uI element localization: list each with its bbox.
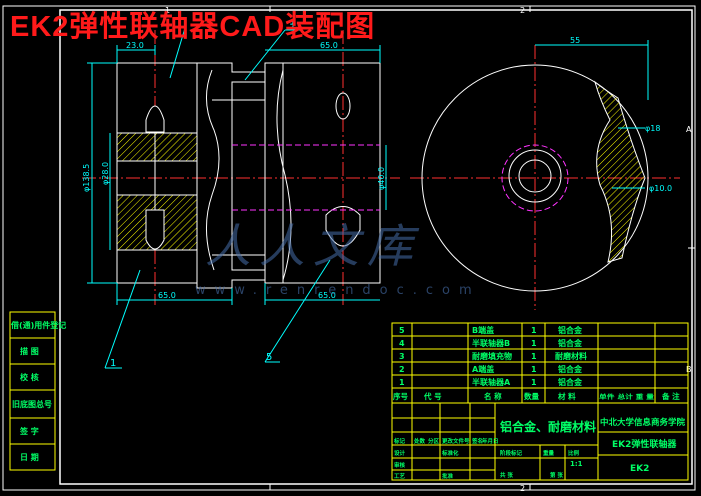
- row-4-material: 铝合金: [558, 377, 583, 387]
- tb-label-1: 处数: [413, 437, 426, 445]
- title-code: EK2: [630, 464, 649, 474]
- row-2-name: 耐磨填充物: [472, 351, 512, 361]
- watermark-url: www.renrendoc.com: [195, 283, 481, 298]
- tb-label-9: 工艺: [394, 472, 406, 480]
- hidden-bore: [232, 144, 380, 211]
- tb-label-7: 标准化: [441, 449, 459, 457]
- table-row: 2 A端盖 1 铝合金: [399, 364, 583, 374]
- row-3-qty: 1: [531, 365, 537, 374]
- table-row: 5 B端盖 1 铝合金: [399, 325, 583, 335]
- tb-label-3: 更改文件号: [442, 437, 470, 445]
- tb-label-11: 阶段标记: [500, 449, 523, 457]
- title-scale: 1:1: [570, 460, 583, 468]
- dim-side-small: φ10.0: [649, 184, 672, 193]
- frame-row-b: B: [686, 365, 692, 374]
- frame-row-a: A: [686, 125, 692, 134]
- row-3-material: 铝合金: [558, 364, 583, 374]
- header-remark: 备 注: [661, 391, 680, 401]
- dim-side-width: 55: [570, 36, 580, 45]
- row-1-name: 半联轴器B: [472, 338, 510, 348]
- balloon-1: 1: [110, 358, 116, 369]
- dim-side-hole: φ18: [645, 124, 660, 133]
- registry-1: 描 图: [20, 346, 39, 356]
- tb-label-13: 比例: [568, 449, 580, 457]
- balloon-3: 3: [288, 20, 294, 31]
- dim-left-inner: φ28.0: [101, 162, 110, 185]
- registry-5: 日 期: [20, 452, 39, 462]
- hub-a: [116, 62, 198, 284]
- row-2-qty: 1: [531, 352, 537, 361]
- header-no: 序号: [393, 391, 408, 401]
- side-view: [410, 45, 680, 310]
- dim-top-left: 23.0: [126, 41, 144, 50]
- title-drawing-name: EK2弹性联轴器: [612, 438, 677, 450]
- watermark: 人人文库: [205, 219, 421, 273]
- frame-col-bottom-1: 2: [520, 484, 525, 493]
- registry-2: 校 核: [20, 372, 39, 382]
- row-3-no: 2: [399, 365, 405, 374]
- tb-label-12: 重量: [543, 449, 555, 457]
- row-0-name: B端盖: [472, 325, 494, 335]
- hub-b: [264, 62, 381, 284]
- tb-label-15: 第 张: [550, 471, 563, 479]
- dim-bottom-right: 65.0: [318, 291, 336, 300]
- tb-label-8: 审核: [394, 461, 406, 469]
- row-1-qty: 1: [531, 339, 537, 348]
- row-1-material: 铝合金: [558, 338, 583, 348]
- balloon-5: 5: [266, 352, 272, 363]
- header-code: 代 号: [423, 391, 442, 401]
- tb-label-6: 设计: [394, 449, 406, 457]
- section-dimensions: 23.0 65.0 65.0 65.0 φ138.5 φ28.0 φ40.0: [82, 41, 387, 305]
- title-block: [391, 402, 689, 481]
- registry-4: 签 字: [19, 426, 39, 436]
- row-2-material: 耐磨材料: [555, 351, 587, 361]
- page-title: EK2弹性联轴器CAD装配图: [10, 11, 376, 43]
- title-company: 中北大学信息商务学院: [600, 417, 686, 428]
- dim-top-right: 65.0: [320, 41, 338, 50]
- left-registry-column: 借(通)用件登记 描 图 校 核 旧底图总号 签 字 日 期: [9, 311, 66, 471]
- dim-bottom-left: 65.0: [158, 291, 176, 300]
- row-3-name: A端盖: [472, 364, 494, 374]
- header-qty: 数量: [524, 391, 539, 401]
- drawing-frame: 1 2 3 A B 2: [2, 5, 696, 493]
- section-view: [82, 30, 400, 305]
- header-name: 名 称: [484, 391, 502, 401]
- tb-label-5: 年月日: [482, 437, 499, 445]
- row-0-qty: 1: [531, 326, 537, 335]
- registry-0: 借(通)用件登记: [10, 320, 66, 330]
- dim-center-bore: φ40.0: [377, 167, 386, 190]
- row-4-no: 1: [399, 378, 405, 387]
- registry-3: 旧底图总号: [12, 399, 52, 409]
- row-1-no: 4: [399, 339, 405, 348]
- title-block-text: 铝合金、耐磨材料 中北大学信息商务学院 EK2弹性联轴器 EK2 1:1 标记 …: [393, 417, 686, 480]
- row-2-no: 3: [399, 352, 405, 361]
- parts-list: [391, 322, 689, 404]
- table-row: 3 耐磨填充物 1 耐磨材料: [399, 351, 587, 361]
- frame-col-2: 2: [520, 6, 525, 15]
- row-4-qty: 1: [531, 378, 537, 387]
- table-row: 4 半联轴器B 1 铝合金: [399, 338, 583, 348]
- row-4-name: 半联轴器A: [472, 377, 511, 387]
- tb-label-4: 签名: [471, 437, 483, 445]
- parts-rows: 5 B端盖 1 铝合金 4 半联轴器B 1 铝合金 3 耐磨填充物 1 耐磨材料…: [393, 325, 680, 401]
- dim-left-outer: φ138.5: [82, 164, 91, 192]
- tb-label-0: 标记: [393, 437, 406, 445]
- parts-header: 序号 代 号 名 称 数量 材 料 单件 总计 重 量 备 注: [393, 391, 680, 401]
- leaders: 1 3 5: [104, 20, 331, 369]
- tb-label-14: 共 张: [500, 471, 513, 479]
- header-material: 材 料: [558, 391, 576, 401]
- header-weight: 单件 总计 重 量: [599, 393, 654, 401]
- row-0-no: 5: [399, 326, 405, 335]
- table-row: 1 半联轴器A 1 铝合金: [399, 377, 583, 387]
- row-0-material: 铝合金: [558, 325, 583, 335]
- frame-col-1: 1: [165, 6, 170, 15]
- side-dimensions: 55 φ18 φ10.0: [535, 36, 672, 193]
- tb-label-2: 分区: [428, 437, 440, 445]
- title-material: 铝合金、耐磨材料: [500, 419, 596, 434]
- tb-label-10: 批准: [442, 472, 454, 480]
